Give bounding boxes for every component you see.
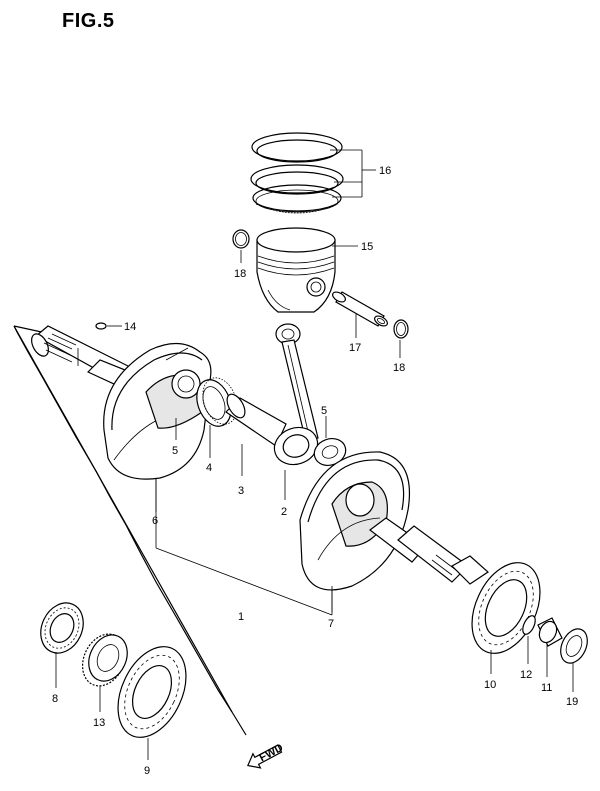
spacer-11	[537, 617, 563, 647]
fwd-label: FWD	[257, 742, 285, 764]
callout-5a: 5	[172, 445, 178, 457]
spacer-12	[522, 615, 536, 635]
fwd-arrow-icon: FWD	[247, 742, 285, 769]
callout-12: 12	[520, 669, 532, 681]
callout-6: 6	[152, 515, 158, 527]
left-flywheel	[103, 342, 212, 480]
bearing-8	[40, 602, 84, 654]
crank-pin	[225, 393, 287, 447]
callout-4: 4	[206, 462, 212, 474]
leader-16	[330, 149, 376, 198]
callout-18a: 18	[234, 268, 246, 280]
callout-18b: 18	[393, 362, 405, 374]
callout-16: 16	[379, 165, 391, 177]
callout-11: 11	[541, 682, 552, 694]
callout-13: 13	[93, 717, 105, 729]
callout-labels: 16 15 18 14 17 18 5 5 4 3 2 6 1 7 12 10 …	[52, 165, 578, 777]
circlip-right	[393, 319, 409, 339]
callout-19: 19	[566, 696, 578, 708]
callout-17: 17	[349, 342, 361, 354]
bearing-9	[117, 646, 187, 738]
drive-gear-13	[81, 633, 128, 687]
circlip-left	[232, 229, 250, 249]
figure-title: FIG.5	[62, 10, 115, 32]
connecting-rod	[273, 323, 319, 466]
right-crankshaft-shaft	[369, 517, 489, 585]
callout-15: 15	[361, 241, 373, 253]
callout-9: 9	[144, 765, 150, 777]
callout-10: 10	[484, 679, 496, 691]
callout-14: 14	[124, 321, 136, 333]
callout-1: 1	[238, 611, 244, 623]
piston-rings	[250, 132, 344, 214]
piston	[256, 227, 336, 313]
oil-seal	[560, 628, 588, 664]
callout-7: 7	[328, 618, 334, 630]
right-flywheel	[299, 451, 410, 591]
woodruff-key	[95, 322, 107, 330]
piston-pin	[332, 291, 388, 327]
callout-3: 3	[238, 485, 244, 497]
callout-5b: 5	[321, 405, 327, 417]
callout-8: 8	[52, 693, 58, 705]
callout-2: 2	[281, 506, 287, 518]
